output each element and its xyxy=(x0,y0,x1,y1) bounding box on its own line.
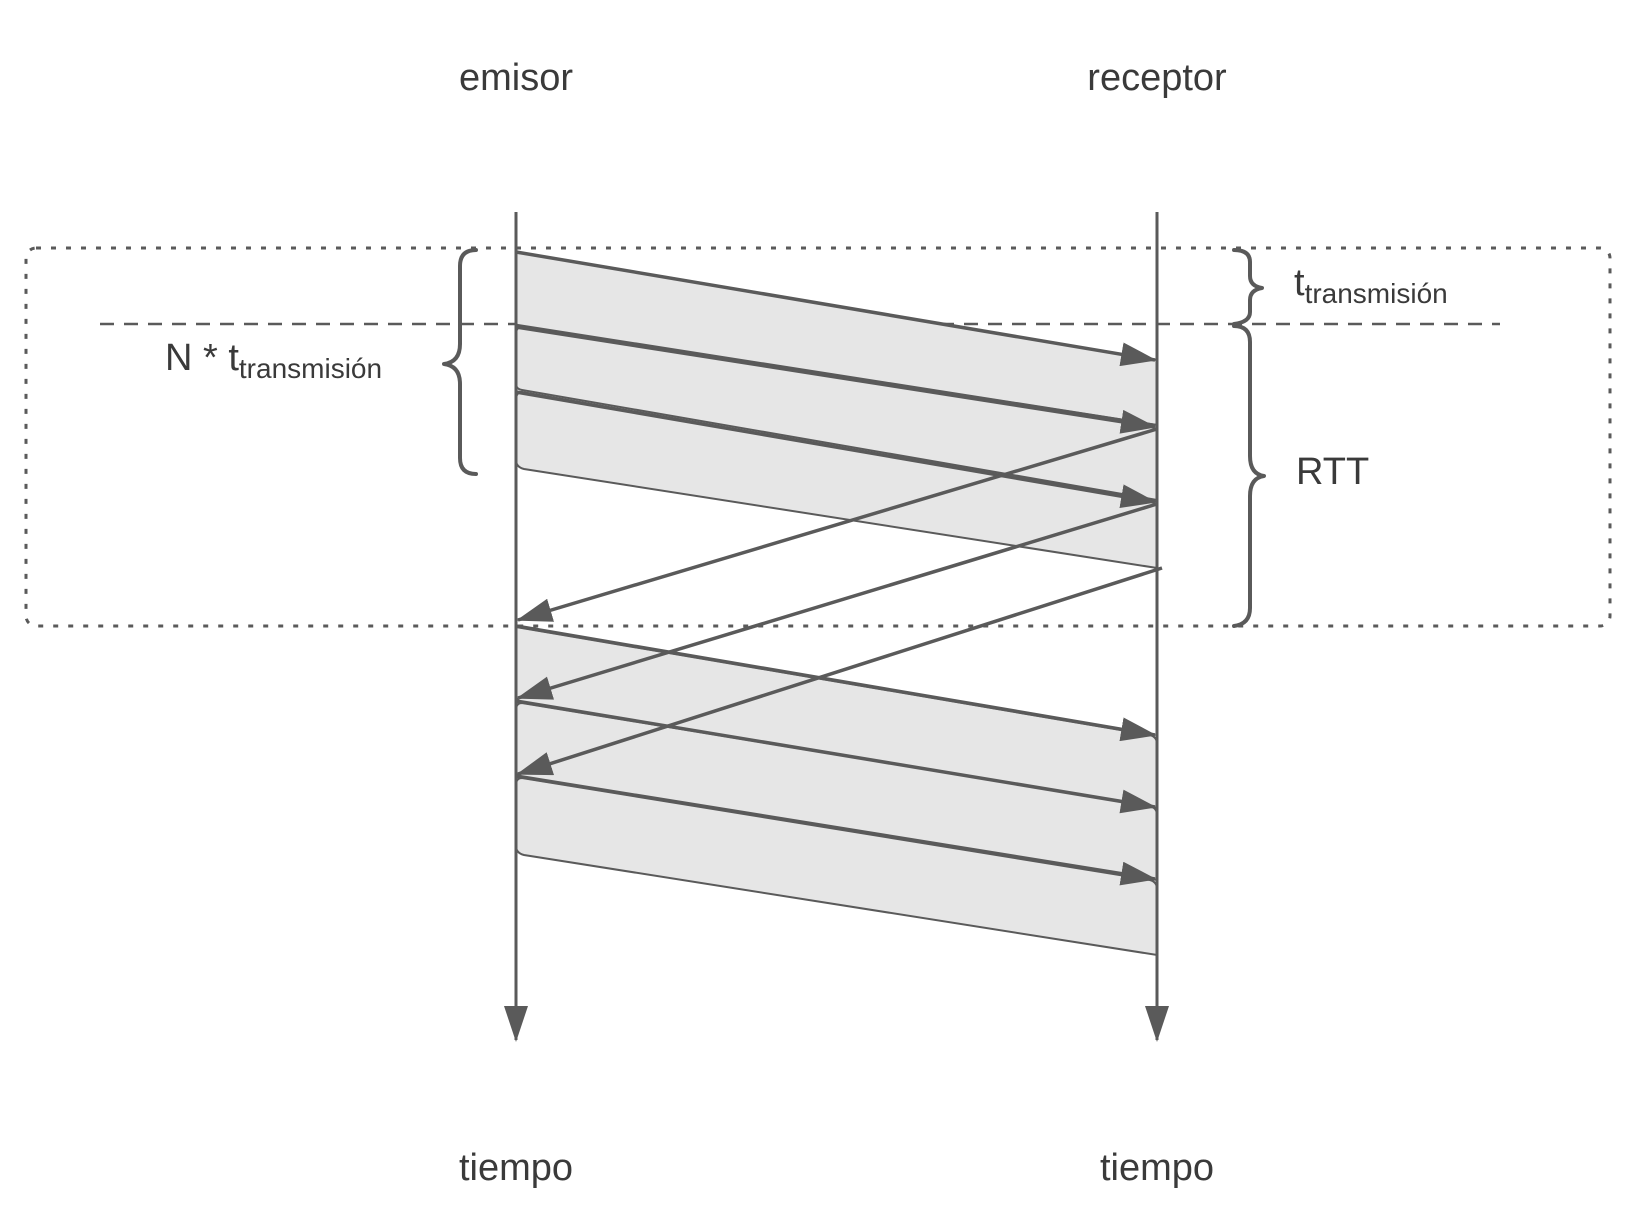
data-arrow xyxy=(515,774,1157,886)
window-brace xyxy=(442,248,478,476)
window-box xyxy=(24,246,1612,628)
window-time-label: N * ttransmisión xyxy=(165,337,382,384)
sender-label: emisor xyxy=(459,57,573,99)
transmission-time-label: ttransmisión xyxy=(1294,262,1448,309)
rtt-brace xyxy=(1232,324,1266,628)
ack-arrow xyxy=(516,566,1163,776)
data-arrows-first xyxy=(515,250,1157,509)
receiver-time-label: tiempo xyxy=(1100,1147,1214,1189)
data-arrow xyxy=(515,250,1157,367)
window-time-prefix: N * t xyxy=(165,337,239,379)
receiver-label: receptor xyxy=(1087,57,1227,99)
ack-arrow xyxy=(516,427,1158,622)
data-arrow xyxy=(515,325,1157,434)
ack-arrow xyxy=(516,502,1158,700)
ack-arrows xyxy=(516,427,1163,776)
transmission-time-subscript: transmisión xyxy=(1305,278,1448,309)
transmission-time-t: t xyxy=(1294,262,1305,304)
data-arrow xyxy=(515,390,1157,509)
data-arrow xyxy=(515,699,1157,814)
second-window-packets xyxy=(515,625,1158,957)
rtt-label: RTT xyxy=(1296,451,1369,493)
window-time-subscript: transmisión xyxy=(239,353,382,384)
first-window-packets xyxy=(515,250,1158,570)
sender-time-label: tiempo xyxy=(459,1147,573,1189)
transmission-brace xyxy=(1232,248,1264,326)
data-arrows-second xyxy=(515,624,1157,886)
data-arrow xyxy=(515,624,1157,742)
